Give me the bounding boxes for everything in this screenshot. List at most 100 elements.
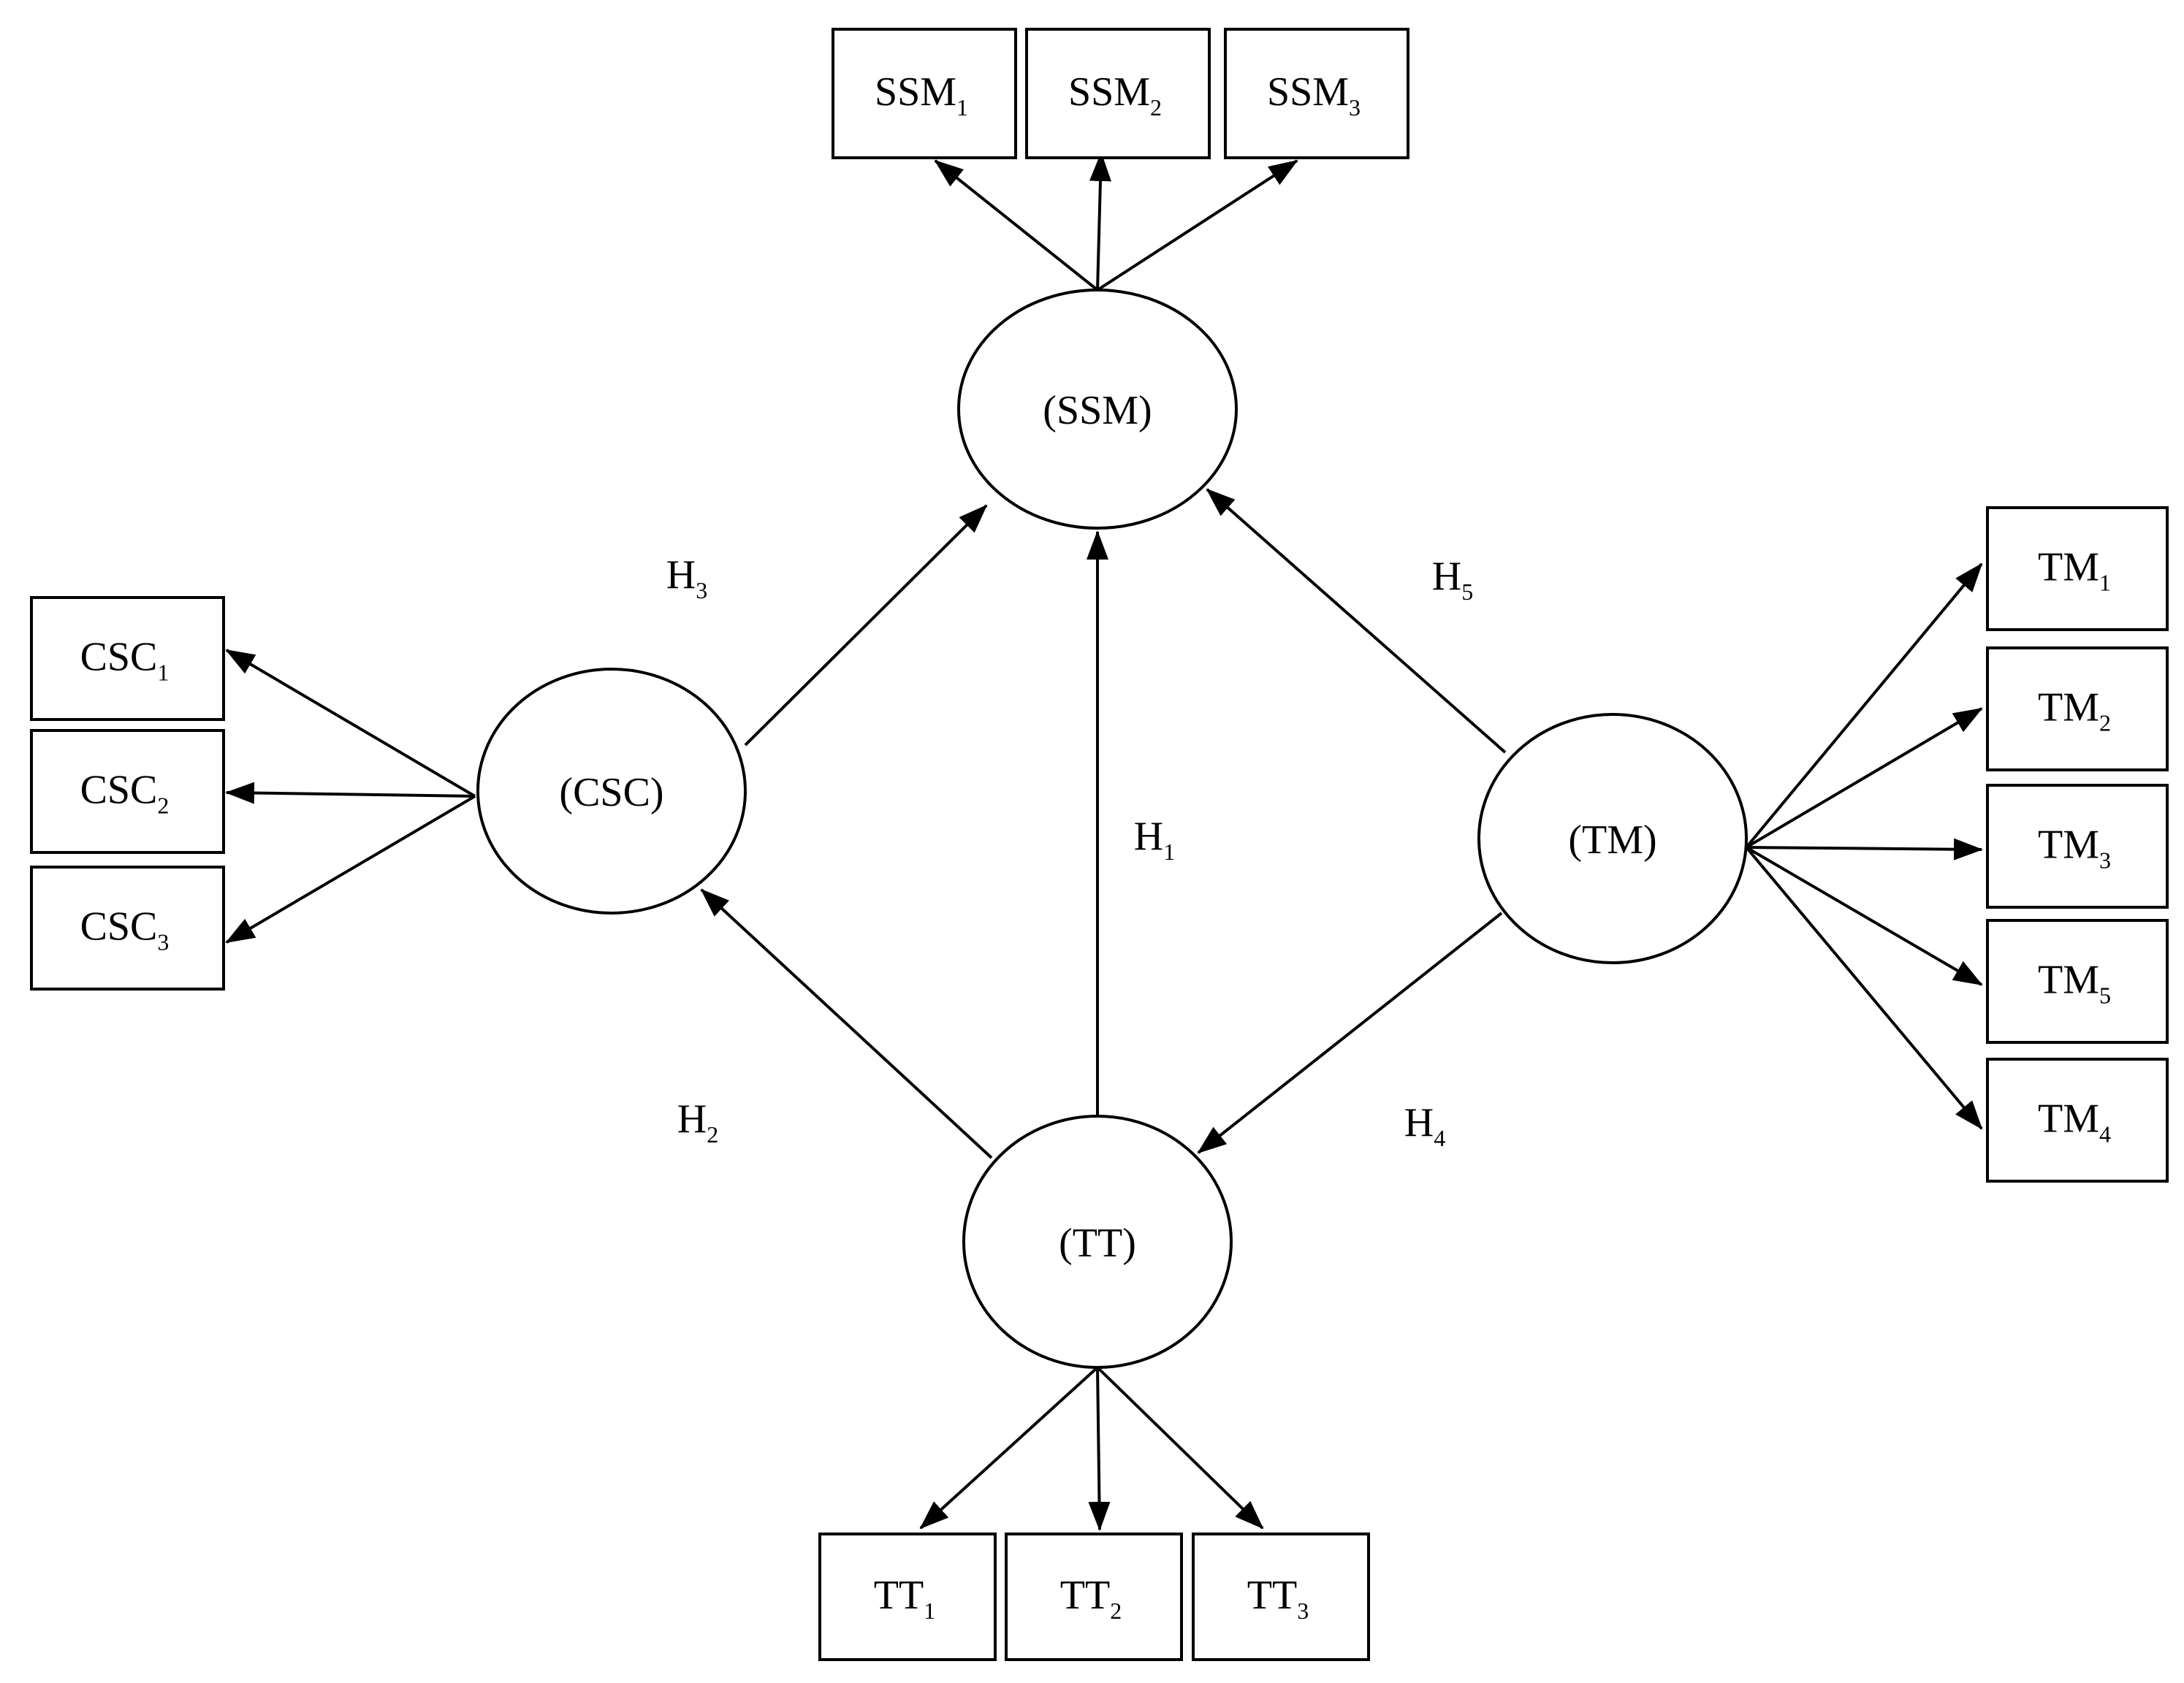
hypothesis-label-h1: H1 [1134, 814, 1175, 865]
indicator-box-tt3: TT3 [1192, 1533, 1370, 1661]
indicator-label-subscript: 4 [2099, 1121, 2111, 1148]
loading-arrow-tt3 [1096, 1366, 1264, 1530]
indicator-rect [1224, 28, 1409, 159]
indicator-box-tt1: TT1 [818, 1533, 997, 1661]
indicator-label-subscript: 3 [1349, 94, 1361, 121]
indicator-label-text: TM [2038, 685, 2099, 730]
indicator-label-subscript: 2 [157, 793, 169, 819]
hypothesis-label-h3-subscript: 3 [696, 577, 707, 603]
indicator-label-subscript: 5 [2099, 982, 2111, 1009]
indicator-label: TT3 [1247, 1573, 1309, 1624]
loading-arrow-tm5 [1745, 846, 1983, 986]
indicator-label-subscript: 3 [2099, 847, 2111, 874]
indicator-label: TM2 [2038, 685, 2111, 736]
indicator-label-text: TM [2038, 545, 2099, 590]
indicator-label-text: CSC [80, 768, 158, 813]
indicator-label: TM4 [2038, 1096, 2111, 1148]
hypothesis-label-h4: H4 [1404, 1100, 1445, 1151]
loading-arrow-tt1 [919, 1366, 1099, 1530]
construct-ellipse [957, 289, 1238, 530]
indicator-box-ssm2: SSM2 [1025, 28, 1211, 159]
indicator-label: CSC2 [80, 768, 170, 819]
indicator-box-csc2: CSC2 [30, 729, 225, 854]
indicator-rect [30, 729, 225, 854]
indicator-label: TM3 [2038, 823, 2111, 874]
loading-arrow-csc3 [225, 795, 476, 944]
indicator-box-ssm1: SSM1 [832, 28, 1017, 159]
indicator-label-subscript: 2 [2099, 710, 2111, 736]
construct-label: (TT) [1059, 1221, 1136, 1266]
loading-arrow-csc2 [225, 782, 476, 804]
indicator-label-subscript: 1 [924, 1598, 935, 1624]
indicator-label-text: TM [2038, 823, 2099, 868]
indicator-label-subscript: 3 [157, 929, 169, 955]
construct-tt: (TT) [962, 1115, 1233, 1369]
construct-tm: (TM) [1477, 713, 1748, 964]
indicator-label-text: TM [2038, 958, 2099, 1003]
construct-label: (CSC) [559, 770, 663, 815]
indicator-rect [1986, 1058, 2169, 1183]
hypothesis-label-h3: H3 [666, 552, 707, 603]
hypothesis-label-h5-text: H [1432, 554, 1461, 599]
indicator-label-subscript: 1 [2099, 570, 2111, 596]
hypothesis-label-h2: H2 [677, 1096, 718, 1148]
indicator-label-subscript: 1 [956, 94, 968, 121]
indicator-label: TM1 [2038, 545, 2111, 596]
loading-arrow-tm4 [1745, 846, 1983, 1130]
loading-arrow-tm3 [1746, 838, 1983, 860]
indicator-rect [30, 866, 225, 991]
indicator-box-tm5: TM5 [1986, 919, 2169, 1044]
loading-arrow-tm2 [1745, 707, 1983, 849]
indicator-box-ssm3: SSM3 [1224, 28, 1409, 159]
indicator-label: TT2 [1060, 1573, 1122, 1624]
indicator-rect [832, 28, 1017, 159]
indicator-label: CSC3 [80, 904, 170, 955]
indicator-box-tm1: TM1 [1986, 506, 2169, 631]
indicator-rect [30, 596, 225, 721]
loading-arrow-ssm3 [1096, 159, 1298, 291]
indicator-label-text: TT [1247, 1573, 1297, 1618]
hypothesis-label-h4-subscript: 4 [1434, 1125, 1445, 1151]
indicator-label-text: TT [1060, 1573, 1110, 1618]
indicator-box-tt2: TT2 [1005, 1533, 1183, 1661]
indicator-rect [1005, 1533, 1183, 1661]
indicator-label: SSM3 [1267, 69, 1361, 121]
construct-ellipse [962, 1115, 1233, 1369]
construct-label: (TM) [1568, 817, 1656, 863]
indicator-label-subscript: 2 [1150, 94, 1162, 121]
indicator-box-tm4: TM4 [1986, 1058, 2169, 1183]
hypothesis-label-h5-subscript: 5 [1461, 579, 1473, 605]
construct-ellipse [1477, 713, 1748, 964]
indicator-label-text: TM [2038, 1096, 2099, 1142]
indicator-box-tm3: TM3 [1986, 784, 2169, 909]
path-arrow-h5 [1206, 488, 1507, 754]
hypothesis-label-h3-text: H [666, 552, 696, 598]
indicator-label: TM5 [2038, 958, 2111, 1009]
indicator-label-text: SSM [1068, 69, 1150, 115]
indicator-rect [1986, 784, 2169, 909]
indicator-label: TT1 [874, 1573, 935, 1624]
indicator-rect [1986, 919, 2169, 1044]
construct-label: (SSM) [1043, 388, 1152, 433]
loading-arrow-ssm1 [934, 159, 1099, 291]
indicator-box-tm2: TM2 [1986, 646, 2169, 771]
indicator-rect [1986, 506, 2169, 631]
path-arrow-h4 [1197, 912, 1503, 1154]
indicator-label-text: CSC [80, 904, 158, 950]
hypothesis-label-h5: H5 [1432, 554, 1473, 605]
hypothesis-label-h2-text: H [677, 1096, 707, 1142]
loading-arrow-csc1 [225, 649, 476, 798]
construct-ssm: (SSM) [957, 289, 1238, 530]
indicator-rect [818, 1533, 997, 1661]
indicator-label: SSM2 [1068, 69, 1162, 121]
construct-ellipse [476, 668, 747, 915]
loading-arrow-tm1 [1745, 562, 1983, 849]
indicator-rect [1192, 1533, 1370, 1661]
hypothesis-label-h1-text: H [1134, 814, 1163, 859]
hypothesis-label-h4-text: H [1404, 1100, 1434, 1145]
indicator-label-subscript: 1 [157, 660, 169, 686]
hypothesis-label-h1-subscript: 1 [1163, 839, 1175, 865]
indicator-rect [1986, 646, 2169, 771]
